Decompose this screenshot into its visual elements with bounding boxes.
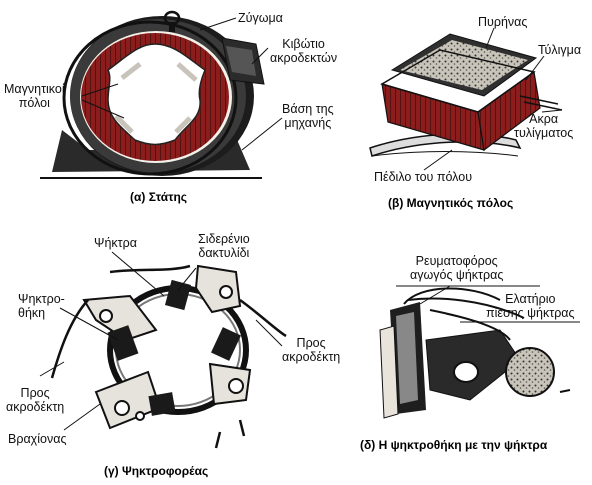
- label-yoke: Ζύγωμα: [238, 11, 283, 25]
- caption-panel-c: (γ) Ψηκτροφορέας: [104, 464, 209, 478]
- label-brush-lead: Ρευματοφόρος αγωγός ψήκτρας: [410, 254, 504, 282]
- label-winding: Τύλιγμα: [538, 43, 582, 57]
- panel-d-leader-lines: [396, 285, 580, 323]
- brush-rocker-illustration: [50, 264, 287, 449]
- label-terminal-box: Κιβώτιο ακροδεκτών: [270, 37, 338, 65]
- brush-holder-illustration: [379, 287, 571, 419]
- label-arm: Βραχίονας: [8, 432, 67, 446]
- stator-illustration: [40, 10, 265, 179]
- caption-panel-a: (α) Στάτης: [130, 190, 188, 204]
- label-magnetic-poles: Μαγνητικοί πόλοι: [4, 82, 65, 110]
- panel-c-leader-lines: [39, 251, 283, 431]
- label-to-terminal-left: Προς ακροδέκτη: [6, 386, 65, 414]
- panel-a-leader-lines: [81, 17, 283, 151]
- label-iron-ring: Σιδερένιο δακτυλίδι: [198, 232, 250, 260]
- caption-panel-d: (δ) Η ψηκτροθήκη με την ψήκτρα: [360, 438, 548, 452]
- label-core: Πυρήνας: [478, 15, 528, 29]
- magnetic-pole-illustration: [369, 33, 563, 157]
- label-to-terminal-right: Προς ακροδέκτη: [282, 336, 341, 364]
- label-pole-shoe: Πέδιλο του πόλου: [374, 170, 473, 184]
- label-machine-base: Βάση της μηχανής: [282, 102, 334, 130]
- caption-panel-b: (β) Μαγνητικός πόλος: [388, 196, 514, 210]
- label-pressure-spring: Ελατήριο πίεσης ψήκτρας: [486, 292, 575, 320]
- panel-b-leader-lines: [423, 27, 563, 171]
- label-brush-holder: Ψηκτρο- θήκη: [18, 292, 65, 320]
- label-winding-ends: Άκρα τυλίγματος: [514, 112, 574, 140]
- label-brush: Ψήκτρα: [94, 236, 137, 250]
